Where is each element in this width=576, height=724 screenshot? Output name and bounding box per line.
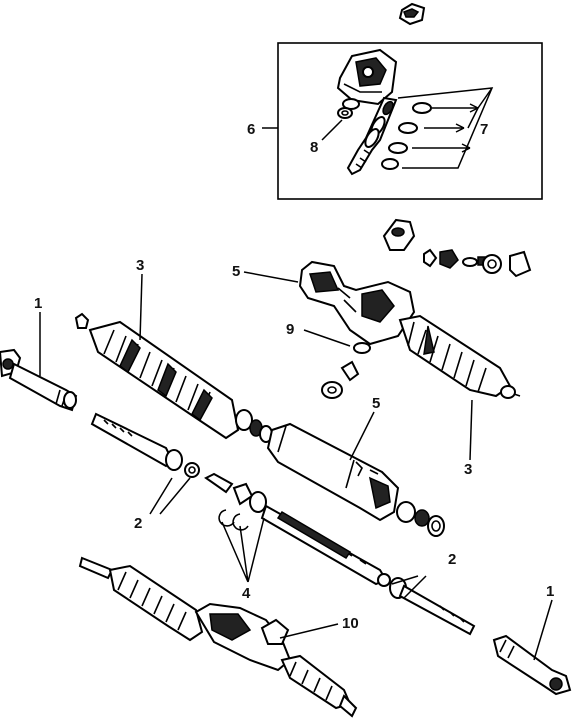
- valve-housing: [336, 48, 398, 106]
- callout-5-upper: 5: [232, 263, 240, 280]
- o-rings-7: [381, 87, 494, 170]
- callout-7: 7: [480, 121, 488, 138]
- input-shaft: [346, 96, 398, 176]
- callout-1-right: 1: [546, 583, 554, 600]
- callout-2-left: 2: [134, 515, 142, 532]
- top-dust-cap: [398, 2, 426, 26]
- tie-rod-end-left: [0, 348, 78, 412]
- seal-ring-8: [337, 98, 360, 119]
- callout-2-right: 2: [448, 551, 456, 568]
- housing-tube: [266, 422, 400, 522]
- callout-4: 4: [242, 585, 251, 602]
- leader-lines: [39, 271, 553, 661]
- tie-rod-end-right: [492, 634, 572, 696]
- callout-1-left: 1: [34, 295, 42, 312]
- callout-3-right: 3: [464, 461, 472, 478]
- callout-3-left: 3: [136, 257, 144, 274]
- callout-labels: 1 1 2 2 3 3 4 5 5 6 7 8 9 10: [34, 121, 554, 632]
- callout-8: 8: [310, 139, 318, 156]
- inner-tie-rod-right: [377, 573, 476, 636]
- seal-9: [321, 342, 371, 399]
- callout-9: 9: [286, 321, 294, 338]
- callout-10: 10: [342, 615, 359, 632]
- snap-rings-4: [218, 509, 249, 531]
- rack-housing-upper: [298, 260, 521, 399]
- left-boot: [88, 320, 240, 440]
- right-boot-upper: [398, 314, 512, 398]
- inner-tie-rod-left: [90, 412, 200, 478]
- callout-5-lower: 5: [372, 395, 380, 412]
- complete-rack-assembly: [78, 556, 358, 718]
- rack-bar: [204, 472, 388, 586]
- callout-6: 6: [247, 121, 255, 138]
- rack-housing-main: [74, 312, 445, 537]
- valve-assembly-inset: [262, 42, 543, 200]
- upper-mount-bushings: [382, 218, 532, 278]
